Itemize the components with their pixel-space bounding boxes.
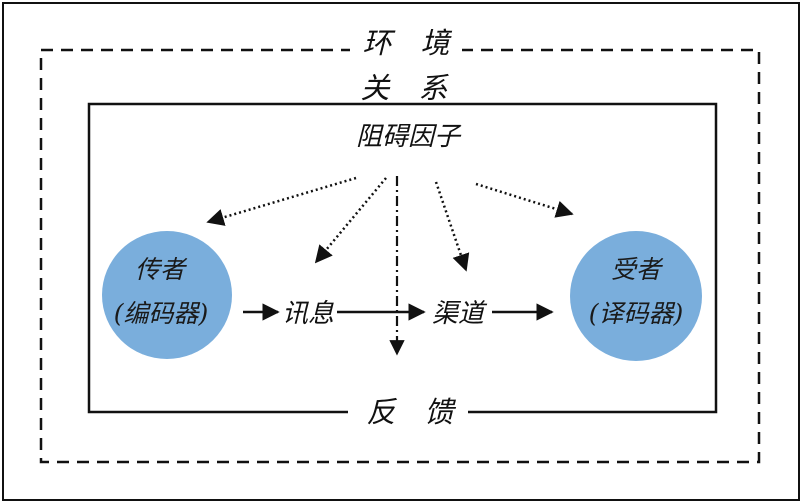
sender-node	[102, 231, 232, 359]
receiver-node	[570, 231, 702, 361]
environment-label: 环 境	[362, 26, 452, 60]
barrier-arrow-to-channel	[434, 181, 470, 272]
sender-label-line2: (编码器)	[114, 299, 209, 328]
sender-label-line1: 传者	[135, 255, 188, 284]
barrier-arrow-to-message	[314, 177, 387, 264]
receiver-label-line1: 受者	[611, 255, 664, 284]
environment-label-gap	[350, 30, 462, 70]
feedback-label: 反 馈	[366, 395, 456, 429]
message-label: 讯息	[282, 299, 334, 329]
barrier-arrow-to-receiver	[475, 182, 574, 218]
channel-label: 渠道	[432, 299, 488, 329]
relationship-frame	[39, 48, 761, 464]
barrier-label: 阻碍因子	[356, 122, 462, 152]
relationship-label: 关 系	[360, 71, 449, 105]
receiver-label-line2: (译码器)	[589, 299, 684, 328]
feedback-label-gap	[348, 390, 468, 432]
barrier-arrow-to-sender	[206, 176, 357, 226]
